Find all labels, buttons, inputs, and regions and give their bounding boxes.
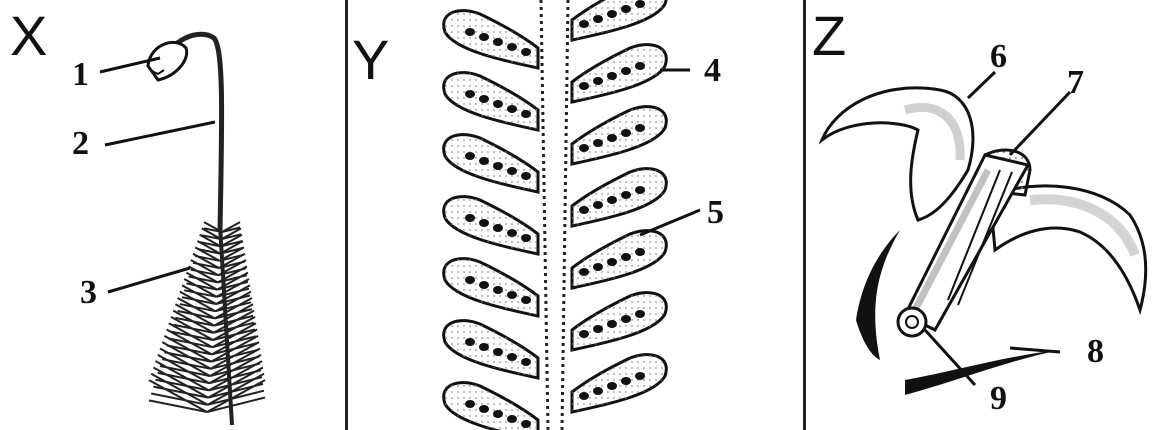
panel-letter-z: Z [812, 8, 846, 64]
label-2: 2 [72, 127, 89, 161]
label-7: 7 [1067, 66, 1084, 100]
label-6: 6 [990, 40, 1007, 74]
panel-divider-right [803, 0, 806, 430]
label-5: 5 [707, 196, 724, 230]
panel-divider-left [345, 0, 348, 430]
panel-letter-x: X [10, 8, 47, 64]
label-8: 8 [1087, 335, 1104, 369]
label-9: 9 [990, 382, 1007, 416]
panel-letter-y: Y [352, 32, 389, 88]
label-3: 3 [80, 276, 97, 310]
label-4: 4 [704, 54, 721, 88]
moss-illustration [148, 34, 265, 425]
label-1: 1 [72, 58, 89, 92]
fern-illustration [444, 0, 667, 430]
